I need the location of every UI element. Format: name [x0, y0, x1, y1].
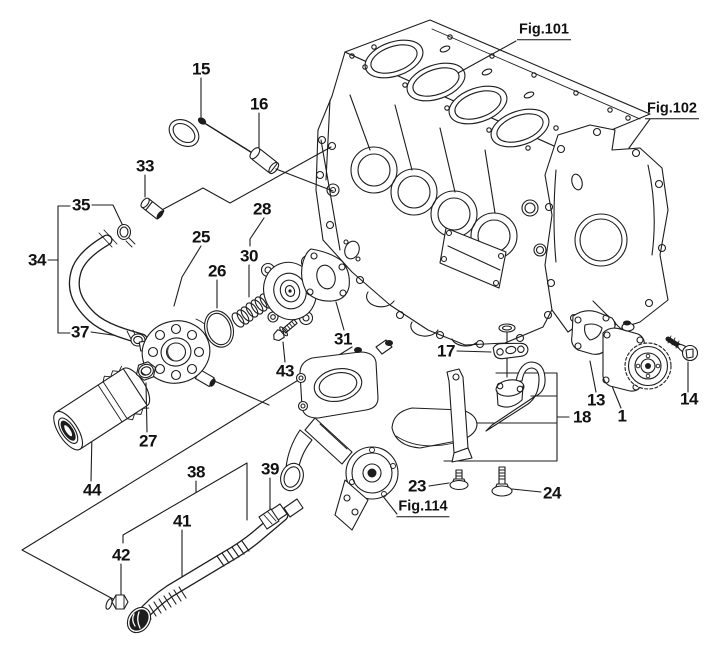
spring-30	[231, 293, 273, 328]
cylinder-bores	[364, 39, 550, 148]
water-pump-fig114	[280, 339, 399, 531]
oil-hose-34	[68, 229, 148, 346]
oil-pump-1	[602, 320, 672, 392]
bolt-43	[273, 318, 298, 342]
joint-bolt-42	[105, 594, 129, 610]
dipstick	[168, 117, 263, 160]
o-ring-26	[203, 310, 235, 348]
hose-clamp-39	[258, 508, 280, 530]
deck-bolt-holes	[349, 34, 631, 151]
bolt-24	[491, 466, 513, 497]
engine-block	[315, 19, 651, 349]
housing-bolt-holes	[544, 127, 667, 329]
bolt-14	[665, 335, 699, 362]
dipstick-tube	[249, 147, 280, 175]
bolt-23	[449, 469, 469, 491]
block-face-details	[315, 94, 559, 349]
oil-fitting-33	[140, 197, 165, 220]
oil-cooler-25	[138, 318, 216, 388]
oil-filter-44	[53, 365, 151, 451]
gasket-31	[300, 248, 350, 302]
flywheel-housing	[544, 124, 669, 333]
nut-27	[136, 361, 156, 381]
gasket-17	[492, 342, 529, 360]
leader-lines	[21, 40, 689, 600]
hose-clamp-35	[116, 223, 136, 248]
suction-pipe-18	[391, 361, 546, 463]
